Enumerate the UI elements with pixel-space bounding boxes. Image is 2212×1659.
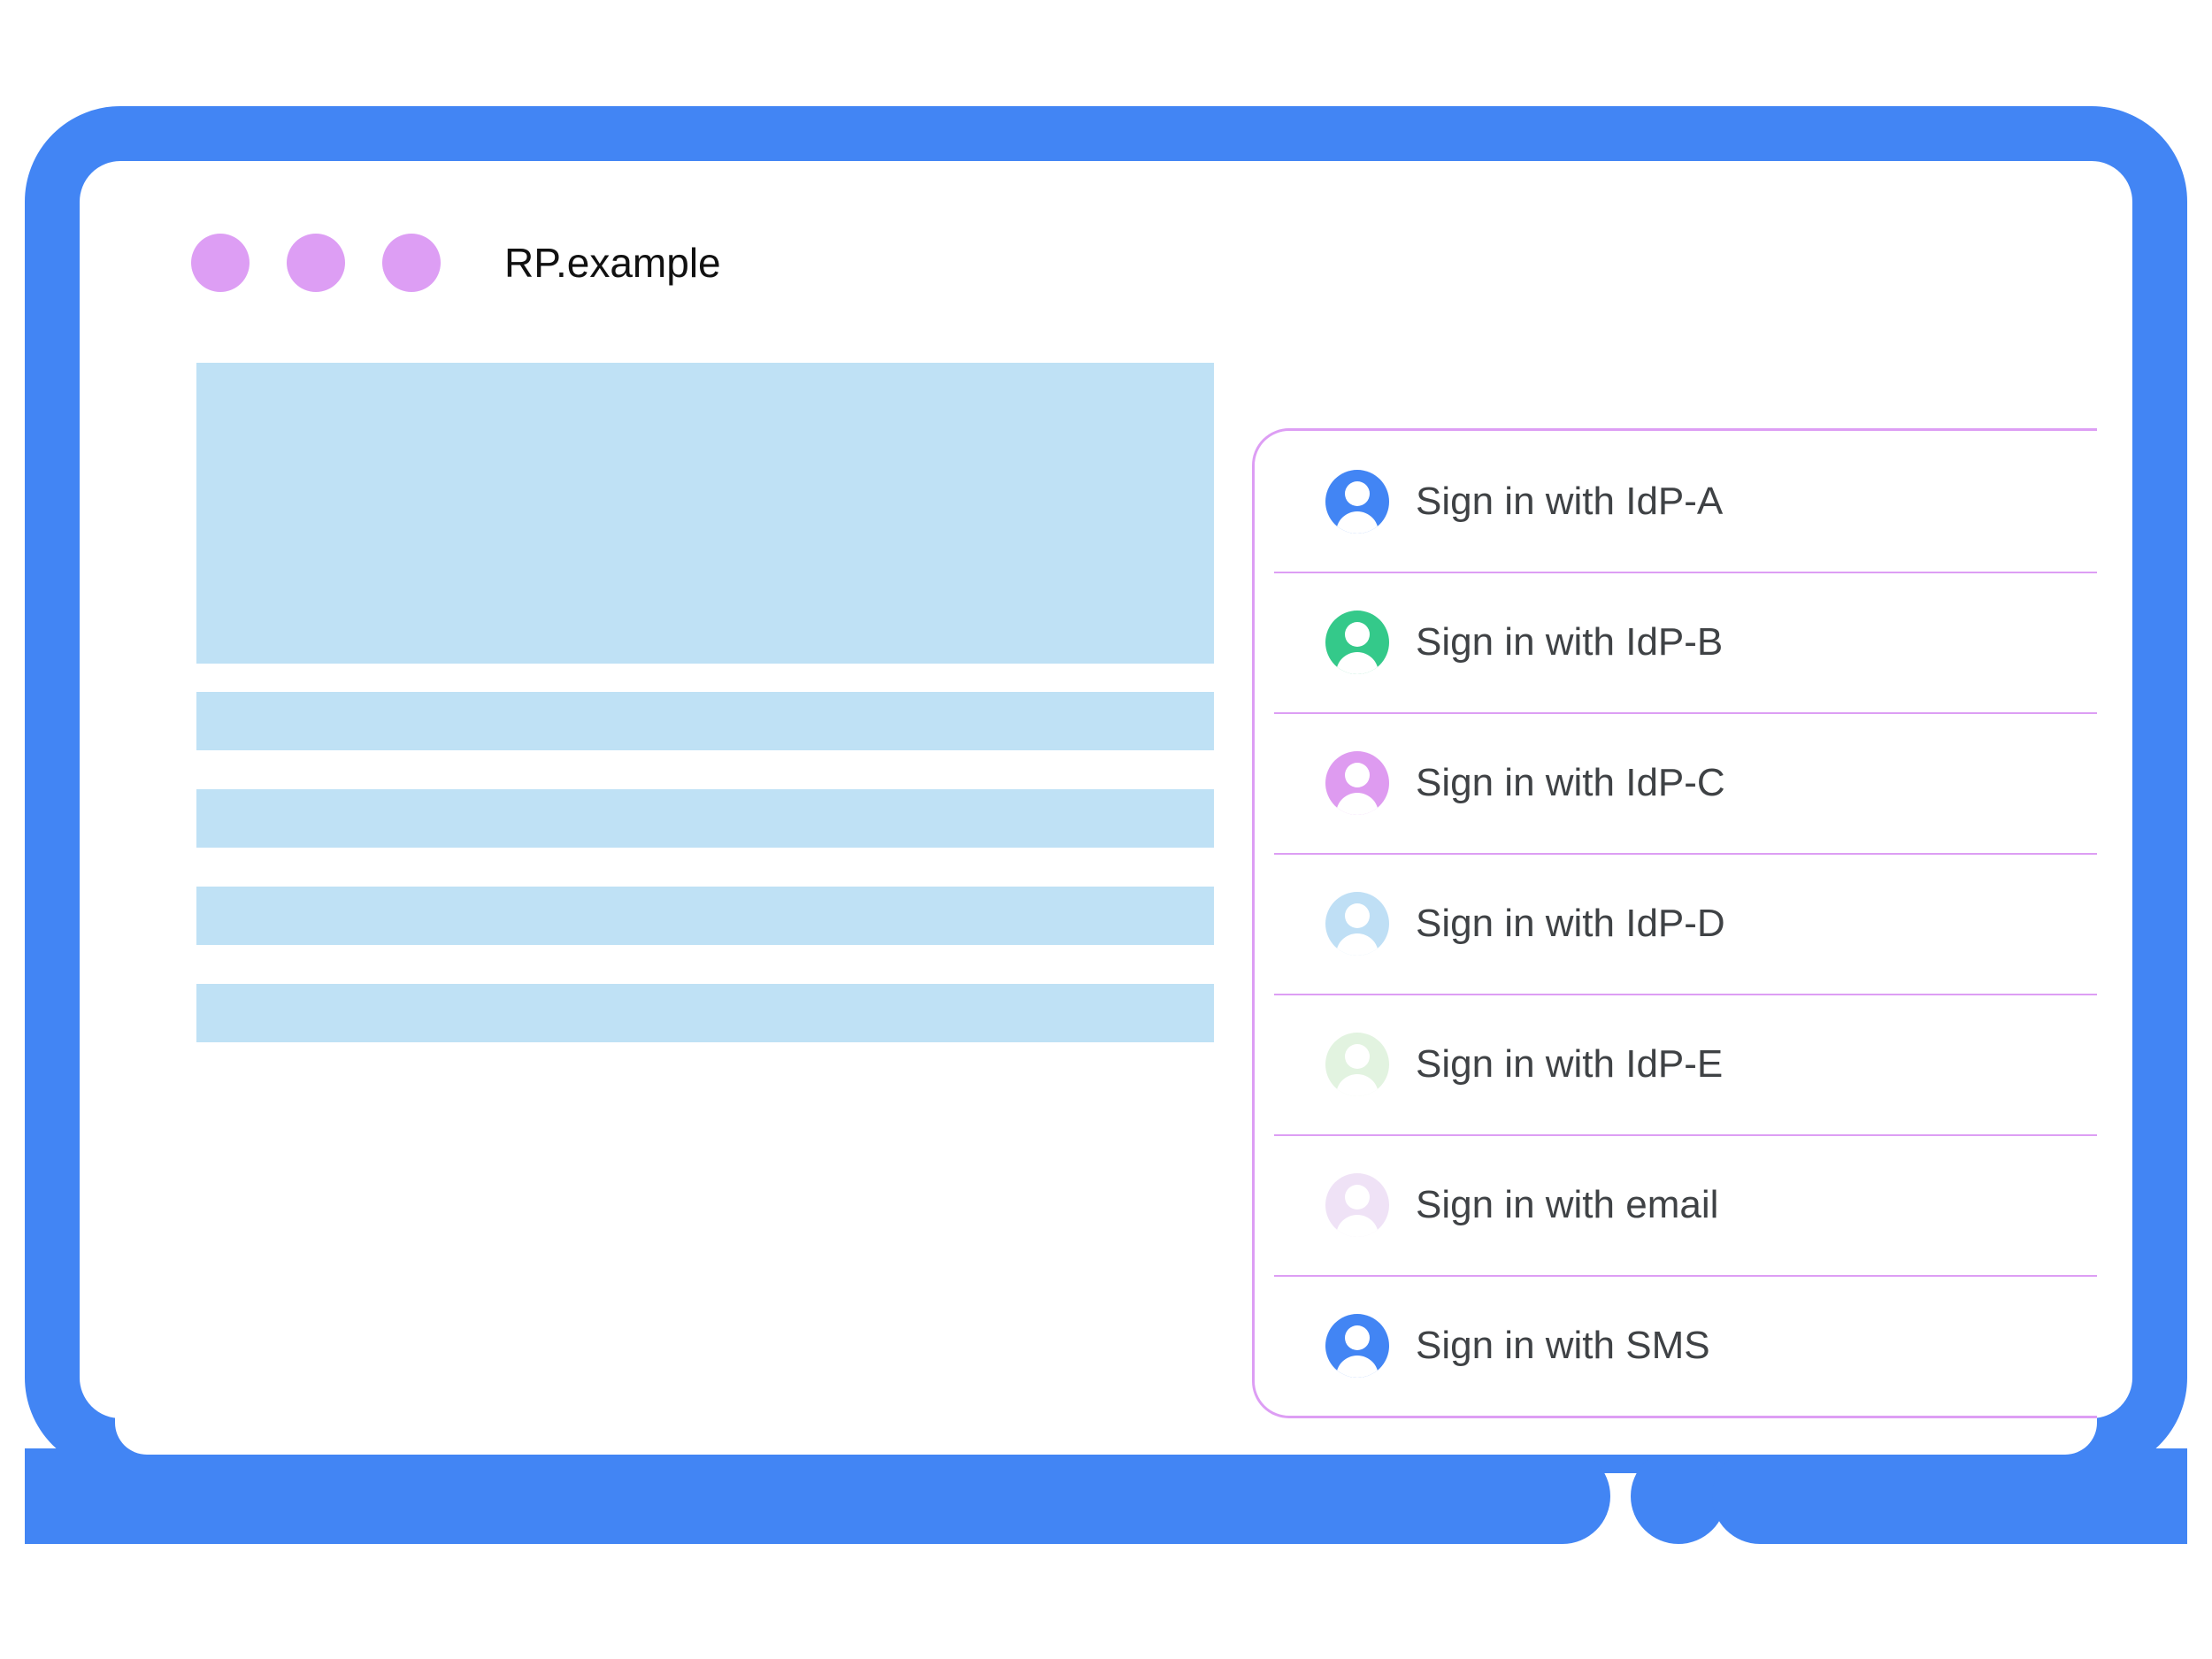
account-label: Sign in with IdP-A [1416, 479, 1724, 523]
account-row[interactable]: Sign in with IdP-A [1255, 431, 2097, 572]
account-avatar-icon [1325, 750, 1389, 815]
account-label: Sign in with IdP-B [1416, 619, 1724, 664]
browser-title-bar: RP.example [115, 196, 2097, 329]
account-avatar-icon [1325, 1172, 1389, 1237]
text-placeholder-4 [196, 984, 1214, 1042]
account-avatar-icon [1325, 891, 1389, 956]
account-chooser-dialog: Sign in with IdP-A Sign in with IdP-B Si… [1252, 428, 2097, 1418]
avatar-body-shape [1336, 511, 1379, 534]
account-label: Sign in with IdP-D [1416, 901, 1725, 945]
account-row[interactable]: Sign in with IdP-D [1255, 853, 2097, 994]
account-row[interactable]: Sign in with SMS [1255, 1275, 2097, 1416]
avatar-body-shape [1336, 1073, 1379, 1096]
browser-window: RP.example Sign in with IdP-A Sign in wi… [115, 196, 2097, 1455]
text-placeholder-1 [196, 692, 1214, 750]
avatar-body-shape [1336, 792, 1379, 815]
window-dot-maximize-icon[interactable] [382, 234, 441, 292]
avatar-body-shape [1336, 933, 1379, 956]
avatar-head-shape [1345, 621, 1370, 647]
avatar-head-shape [1345, 1184, 1370, 1210]
text-placeholder-3 [196, 887, 1214, 945]
page-title: RP.example [504, 240, 721, 286]
avatar-body-shape [1336, 1355, 1379, 1378]
page-content-placeholders [196, 363, 1214, 1042]
account-row[interactable]: Sign in with IdP-E [1255, 994, 2097, 1134]
account-row[interactable]: Sign in with IdP-C [1255, 712, 2097, 853]
avatar-head-shape [1345, 480, 1370, 506]
home-button[interactable] [1631, 1448, 1726, 1544]
account-avatar-icon [1325, 469, 1389, 534]
device-bottom-bar-right [1712, 1448, 2187, 1544]
account-label: Sign in with SMS [1416, 1323, 1710, 1367]
text-placeholder-2 [196, 789, 1214, 848]
account-avatar-icon [1325, 1032, 1389, 1096]
hero-placeholder [196, 363, 1214, 664]
account-avatar-icon [1325, 610, 1389, 674]
avatar-head-shape [1345, 902, 1370, 928]
avatar-head-shape [1345, 1325, 1370, 1350]
avatar-body-shape [1336, 651, 1379, 674]
account-label: Sign in with IdP-E [1416, 1041, 1724, 1086]
window-dot-close-icon[interactable] [191, 234, 250, 292]
account-label: Sign in with email [1416, 1182, 1719, 1226]
window-dot-minimize-icon[interactable] [287, 234, 345, 292]
avatar-head-shape [1345, 762, 1370, 787]
account-row[interactable]: Sign in with IdP-B [1255, 572, 2097, 712]
account-avatar-icon [1325, 1313, 1389, 1378]
account-label: Sign in with IdP-C [1416, 760, 1725, 804]
account-row[interactable]: Sign in with email [1255, 1134, 2097, 1275]
avatar-head-shape [1345, 1043, 1370, 1069]
device-bottom-bar-left [25, 1448, 1610, 1544]
avatar-body-shape [1336, 1214, 1379, 1237]
